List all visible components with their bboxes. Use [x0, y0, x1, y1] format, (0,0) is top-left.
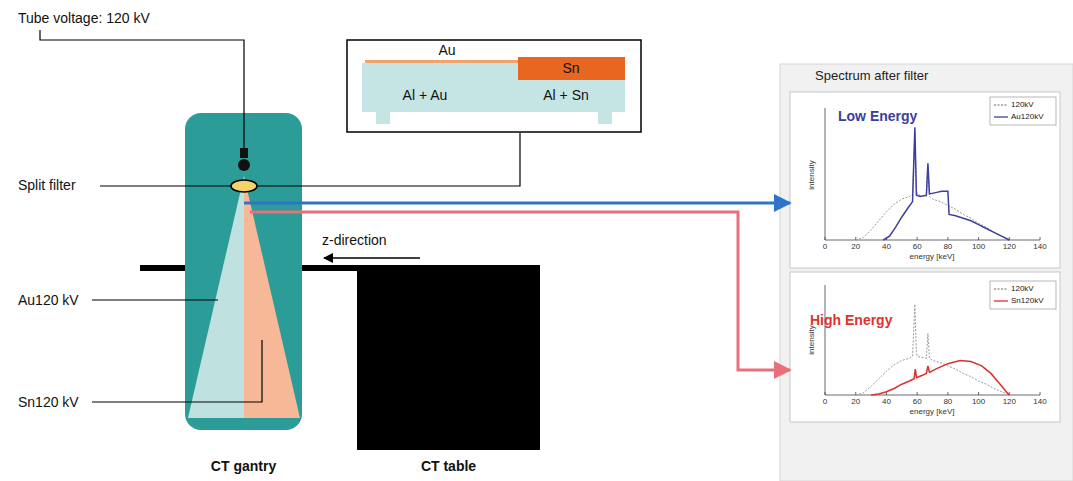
legend-box	[990, 281, 1056, 309]
axis-tick	[917, 237, 918, 240]
tin-layer	[518, 57, 625, 80]
legend-entry: Sn120kV	[994, 297, 1043, 305]
direction-arrow	[324, 257, 420, 259]
callout-label: Sn120 kV	[18, 394, 79, 410]
leader-line	[92, 340, 262, 402]
legend-sample	[994, 113, 1008, 121]
node-label: Spectrum after filter	[815, 69, 928, 84]
axis-label: 40	[882, 397, 891, 406]
axis-label: 140	[1033, 242, 1046, 251]
leader-line	[257, 133, 520, 186]
axis-tick	[825, 237, 826, 240]
axis-label: 120	[1003, 397, 1016, 406]
legend-entry: Au120kV	[994, 113, 1043, 121]
axis-label: 0	[823, 242, 827, 251]
ct-table: CT table	[357, 270, 540, 450]
node-label: High Energy	[810, 312, 892, 328]
legend-entry: 120kV	[994, 101, 1034, 109]
leader-line	[100, 185, 231, 186]
filter-layer-label: Al + Au	[403, 87, 448, 103]
node-label: Low Energy	[838, 108, 917, 124]
legend-entry: 120kV	[994, 285, 1034, 293]
energy-arrow	[302, 202, 790, 205]
spectrum-curve	[883, 127, 1009, 240]
axis-label: 60	[913, 397, 922, 406]
spectrum-curve	[871, 360, 1009, 395]
filter-inset	[347, 40, 641, 132]
axis-label: 80	[943, 397, 952, 406]
axis-label: 60	[913, 242, 922, 251]
beam-path	[244, 202, 302, 205]
filter-layer-label: Sn	[562, 60, 579, 76]
node-label: CT gantry	[185, 458, 302, 474]
filter-layer-label: Au	[438, 42, 455, 58]
axis-label: 20	[851, 242, 860, 251]
legend-text: Sn120kV	[1011, 297, 1043, 305]
chart-frame	[790, 272, 1060, 422]
legend-box	[990, 97, 1056, 125]
axis-tick	[917, 392, 918, 395]
legend-text: 120kV	[1011, 285, 1034, 293]
axis-tick	[825, 392, 826, 395]
axis-label: 20	[851, 397, 860, 406]
node-label: CT table	[357, 458, 540, 474]
axis-label: intensity	[807, 160, 816, 189]
legend-sample	[994, 101, 1008, 109]
axis-label: 40	[882, 242, 891, 251]
spectrum-panel: Spectrum after filterLow EnergyHigh Ener…	[780, 64, 1073, 481]
axis-tick	[947, 392, 948, 395]
split-filter	[231, 180, 257, 192]
spectrum-panel	[780, 64, 1073, 481]
axis-tick	[978, 392, 979, 395]
low-energy-beam	[188, 176, 244, 418]
leader-line	[92, 299, 218, 300]
axis-label: 100	[972, 397, 985, 406]
x-ray-tube	[240, 148, 248, 158]
ct-gantry: CT gantry	[185, 113, 302, 430]
axis-label: 140	[1033, 397, 1046, 406]
spectrum-curve	[856, 132, 1010, 240]
axis-label: intensity	[807, 325, 816, 354]
legend-sample	[994, 297, 1008, 305]
axis-label: 80	[943, 242, 952, 251]
axis-tick	[947, 237, 948, 240]
chart-plots	[825, 97, 1056, 395]
axis-label: 0	[823, 397, 827, 406]
legend-text: 120kV	[1011, 101, 1034, 109]
callout-label: Split filter	[18, 177, 76, 193]
callout-label: Au120 kV	[18, 292, 79, 308]
axis-label: 120	[1003, 242, 1016, 251]
leader-line	[40, 30, 244, 148]
gantry-housing	[185, 113, 302, 430]
beam-path	[250, 211, 302, 214]
chart-frame	[790, 92, 1060, 268]
axis-tick	[1040, 237, 1041, 240]
callout-label: z-direction	[322, 232, 387, 248]
callout-label: Tube voltage: 120 kV	[18, 10, 150, 26]
chart-axis	[825, 108, 1040, 240]
gold-layer	[365, 60, 518, 63]
axis-tick	[1040, 392, 1041, 395]
axis-label: energy [keV]	[910, 407, 955, 416]
x-ray-tube	[238, 159, 250, 171]
spectrum-chart: High Energy	[790, 272, 1060, 422]
axis-label: energy [keV]	[910, 252, 955, 261]
chart-axis	[825, 285, 1040, 395]
filter-layer-label: Al + Sn	[543, 87, 589, 103]
legend-sample	[994, 285, 1008, 293]
axis-label: 100	[972, 242, 985, 251]
axis-tick	[978, 237, 979, 240]
legend-text: Au120kV	[1011, 113, 1043, 121]
